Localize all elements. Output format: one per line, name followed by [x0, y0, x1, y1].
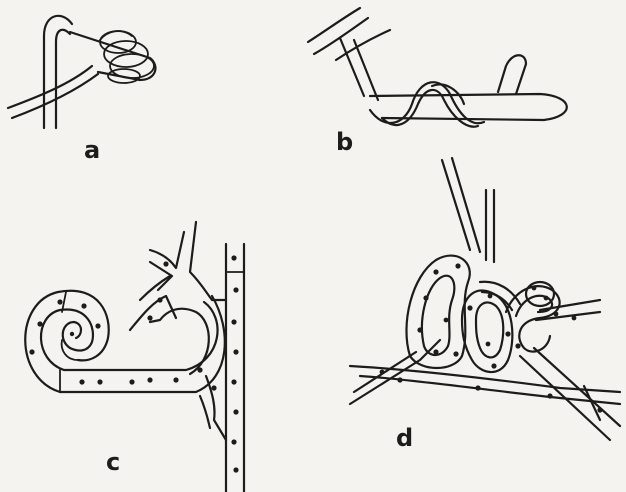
panel-a-coil — [100, 31, 154, 83]
panel-b-label: b — [336, 128, 353, 156]
panel-b-coil — [370, 82, 484, 126]
panel-d-coils — [406, 256, 559, 372]
panel-a-hypha — [8, 16, 155, 128]
panel-d-hyphae — [350, 158, 620, 440]
panel-d-label: d — [396, 424, 413, 452]
panel-a-label: a — [84, 136, 100, 164]
panel-c-hypha — [130, 222, 244, 492]
panel-a: a — [8, 16, 155, 164]
panel-c-spiral — [25, 291, 225, 392]
panel-c-label: c — [106, 448, 120, 476]
panel-d: d — [350, 158, 620, 452]
panel-c: c — [25, 222, 244, 492]
panel-b-hypha — [308, 8, 567, 120]
panel-b: b — [308, 8, 567, 156]
panel-c-nuclei — [29, 255, 238, 472]
